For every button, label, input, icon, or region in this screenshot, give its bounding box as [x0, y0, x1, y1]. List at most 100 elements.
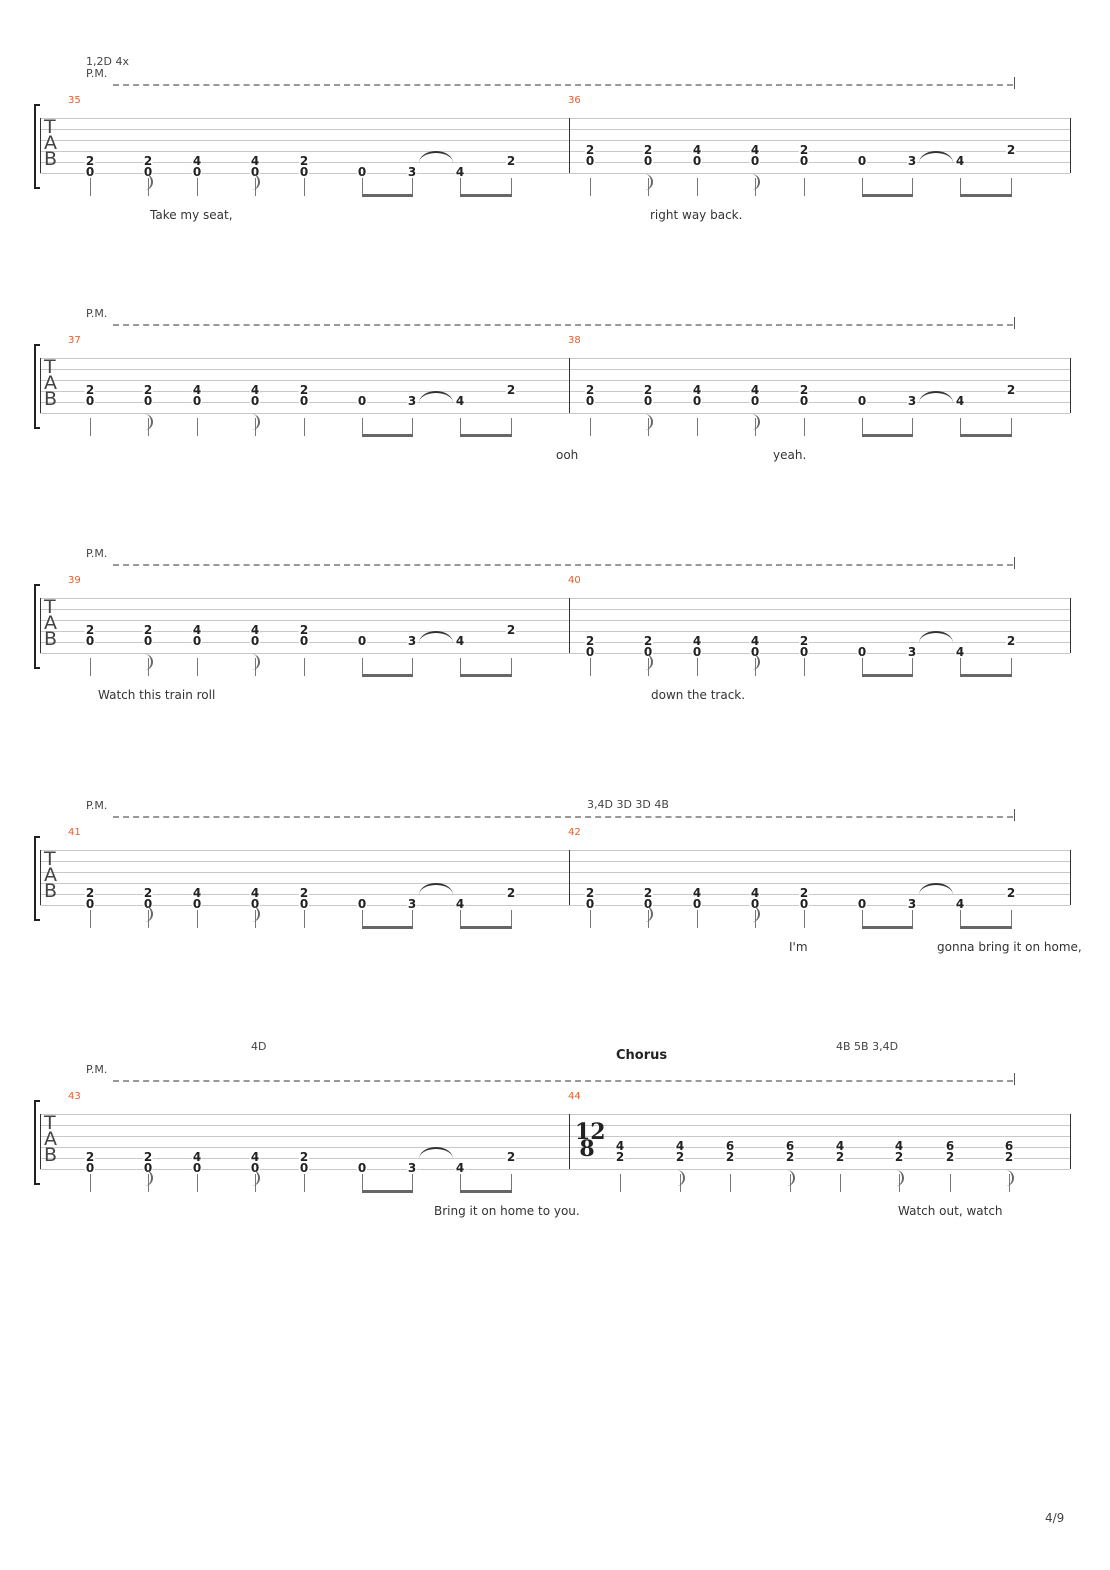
barline — [1070, 850, 1071, 905]
fret-number: 2 — [84, 383, 96, 397]
fret-number: 2 — [142, 623, 154, 637]
tab-clef-a: A — [44, 612, 57, 634]
note-stem — [912, 178, 913, 196]
measure-number: 35 — [68, 95, 81, 106]
fret-number: 0 — [749, 394, 761, 408]
fret-number: 2 — [944, 1150, 956, 1164]
note-stem — [590, 658, 591, 676]
fret-number: 2 — [84, 886, 96, 900]
fret-number: 4 — [834, 1139, 846, 1153]
fret-number: 0 — [798, 394, 810, 408]
fret-number: 2 — [298, 383, 310, 397]
note-stem — [460, 910, 461, 928]
note-stem — [590, 178, 591, 196]
note-stem — [960, 178, 961, 196]
fret-number: 4 — [454, 634, 466, 648]
staff-line — [40, 151, 1070, 152]
note-stem — [912, 418, 913, 436]
note-stem — [697, 418, 698, 436]
note-stem — [697, 178, 698, 196]
note-stem — [912, 658, 913, 676]
fret-number: 2 — [142, 1150, 154, 1164]
fret-number: 2 — [798, 886, 810, 900]
technique-annotation: 1,2D 4x — [86, 55, 129, 68]
fret-number: 2 — [642, 634, 654, 648]
note-stem — [730, 1174, 731, 1192]
note-stem — [862, 910, 863, 928]
note-stem — [862, 178, 863, 196]
fret-number: 2 — [642, 143, 654, 157]
barline — [569, 598, 570, 653]
note-stem — [362, 178, 363, 196]
barline — [569, 118, 570, 173]
note-stem — [960, 910, 961, 928]
note-beam — [460, 1190, 512, 1193]
fret-number: 2 — [142, 154, 154, 168]
fret-number: 4 — [191, 623, 203, 637]
fret-number: 4 — [249, 1150, 261, 1164]
fret-number: 0 — [191, 634, 203, 648]
palm-mute-label: P.M. — [86, 67, 108, 80]
note-beam — [362, 194, 413, 197]
staff-line — [40, 358, 1070, 359]
fret-number: 0 — [798, 897, 810, 911]
palm-mute-label: P.M. — [86, 307, 108, 320]
fret-number: 2 — [724, 1150, 736, 1164]
fret-number: 0 — [298, 165, 310, 179]
fret-number: 0 — [298, 634, 310, 648]
fret-number: 6 — [784, 1139, 796, 1153]
fret-number: 0 — [249, 394, 261, 408]
measure-number: 40 — [568, 575, 581, 586]
fret-number: 2 — [1005, 634, 1017, 648]
eighth-note-flag — [644, 654, 653, 670]
fret-number: 0 — [856, 154, 868, 168]
tie-arc — [919, 391, 953, 403]
tab-clef-b: B — [44, 148, 58, 170]
note-stem — [460, 418, 461, 436]
eighth-note-flag — [895, 1170, 904, 1186]
fret-number: 0 — [249, 897, 261, 911]
note-beam — [460, 434, 512, 437]
note-stem — [197, 910, 198, 928]
fret-number: 3 — [906, 154, 918, 168]
tie-arc — [419, 391, 453, 403]
fret-number: 3 — [406, 1161, 418, 1175]
system-bracket — [34, 344, 40, 429]
fret-number: 0 — [642, 154, 654, 168]
fret-number: 6 — [1003, 1139, 1015, 1153]
fret-number: 0 — [356, 394, 368, 408]
lyric-text: I'm — [789, 940, 808, 954]
note-beam — [862, 434, 913, 437]
fret-number: 0 — [356, 634, 368, 648]
eighth-note-flag — [144, 654, 153, 670]
measure-number: 38 — [568, 335, 581, 346]
note-beam — [362, 1190, 413, 1193]
fret-number: 0 — [691, 897, 703, 911]
tab-clef-b: B — [44, 880, 58, 902]
fret-number: 0 — [191, 165, 203, 179]
page-number: 4/9 — [1045, 1511, 1065, 1525]
eighth-note-flag — [144, 1170, 153, 1186]
barline — [1070, 358, 1071, 413]
note-stem — [697, 910, 698, 928]
fret-number: 4 — [191, 383, 203, 397]
staff-line — [40, 118, 1070, 119]
fret-number: 4 — [191, 886, 203, 900]
staff-line — [40, 872, 1070, 873]
system-bracket — [34, 836, 40, 921]
palm-mute-dashed-line — [113, 816, 1013, 818]
note-stem — [950, 1174, 951, 1192]
fret-number: 0 — [584, 394, 596, 408]
lyric-text: yeah. — [773, 448, 807, 462]
note-stem — [960, 658, 961, 676]
fret-number: 0 — [691, 394, 703, 408]
fret-number: 2 — [84, 623, 96, 637]
note-stem — [412, 178, 413, 196]
measure-number: 41 — [68, 827, 81, 838]
note-stem — [840, 1174, 841, 1192]
lyric-text: ooh — [556, 448, 579, 462]
fret-number: 0 — [298, 1161, 310, 1175]
lyric-text: Bring it on home to you. — [434, 1204, 580, 1218]
fret-number: 0 — [749, 154, 761, 168]
fret-number: 2 — [298, 154, 310, 168]
